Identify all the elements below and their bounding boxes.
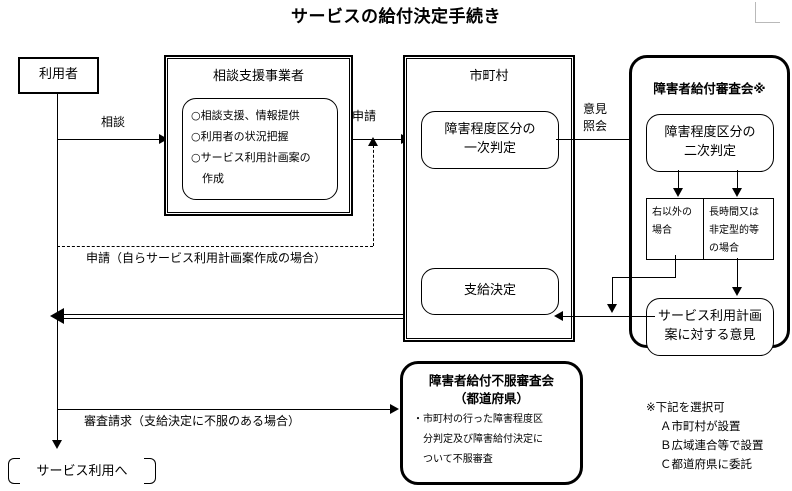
node-service-use: サービス利用へ — [8, 457, 156, 485]
support-provider-task-box: ○相談支援、情報提供 ○利用者の状況把握 ○サービス利用計画案の 作成 — [182, 98, 338, 200]
appeal-board-title-line2: （都道府県） — [453, 391, 529, 406]
municipality-title: 市町村 — [469, 69, 509, 84]
secondary-assessment-line1: 障害程度区分の — [664, 125, 756, 141]
edge-label-self-application: 申請（自らサービス利用計画案作成の場合） — [86, 251, 327, 265]
line-self-application-horizontal — [57, 246, 373, 247]
line-payment-to-user — [62, 314, 403, 319]
bracket-left-icon — [8, 458, 20, 484]
edge-label-application: 申請 — [352, 109, 377, 123]
node-appeal-board: 障害者給付不服審査会 （都道府県） ・市町村の行った障害程度区 分判定及び障害給… — [400, 361, 583, 485]
line-consult — [57, 139, 161, 140]
arrowhead-to-service-use — [52, 440, 62, 449]
line-appeal-request — [57, 409, 394, 410]
appeal-board-title-line1: 障害者給付不服審査会 — [428, 373, 554, 388]
line-branch-left-west — [612, 277, 676, 278]
support-provider-item-1: ○利用者の状況把握 — [191, 130, 289, 143]
node-review-board: 障害者給付審査会※ 障害程度区分の 二次判定 右以外の 場合 長時間又は 非定型… — [629, 55, 790, 356]
support-provider-item-3: 作成 — [191, 172, 224, 185]
node-municipality: 市町村 障害程度区分の 一次判定 支給決定 — [403, 55, 575, 342]
support-provider-item-2: ○サービス利用計画案の — [191, 151, 311, 164]
primary-assessment-line2: 一次判定 — [463, 141, 516, 156]
primary-assessment-line1: 障害程度区分の — [444, 122, 536, 138]
node-branch-left: 右以外の 場合 — [646, 198, 706, 260]
edge-label-appeal-request: 審査請求（支給決定に不服のある場合） — [84, 414, 301, 428]
arrowhead-appeal-request — [390, 404, 399, 414]
plan-opinion-line1: サービス利用計画 — [657, 309, 762, 325]
branch-left-line2: 場合 — [652, 225, 672, 236]
notes-option-c: Ｃ都道府県に委託 — [660, 456, 752, 471]
payment-decision-label: 支給決定 — [463, 283, 516, 299]
appeal-board-body-line3: ついて不服審査 — [413, 454, 493, 465]
branch-right-line1: 長時間又は — [709, 207, 759, 218]
arrowhead-branch-right-to-opinion — [732, 287, 742, 296]
notes-option-a: Ａ市町村が設置 — [660, 418, 741, 433]
edge-label-consult: 相談 — [101, 115, 126, 129]
node-primary-assessment: 障害程度区分の 一次判定 — [421, 111, 559, 169]
notes-heading: ※下記を選択可 — [646, 400, 725, 414]
arrowhead-branch-right — [732, 188, 742, 197]
arrowhead-payment-to-user — [50, 308, 64, 324]
bracket-right-icon — [144, 458, 156, 484]
review-board-title: 障害者給付審査会※ — [653, 81, 766, 96]
line-to-branch-right — [737, 170, 738, 191]
line-user-spine — [57, 92, 58, 442]
service-use-label: サービス利用へ — [36, 464, 128, 480]
arrowhead-branch-left-drop — [607, 304, 617, 313]
appeal-board-body-line1: ・市町村の行った障害程度区 — [413, 414, 543, 425]
appeal-board-body-line2: 分判定及び障害給付決定に — [413, 434, 543, 445]
line-opinion-inquiry — [556, 139, 638, 140]
notes-option-b: Ｂ広域連合等で設置 — [660, 437, 764, 452]
crop-mark-icon — [755, 2, 780, 23]
line-self-application-vertical — [373, 145, 374, 246]
node-secondary-assessment: 障害程度区分の 二次判定 — [646, 114, 774, 172]
notes-block: ※下記を選択可 Ａ市町村が設置 Ｂ広域連合等で設置 Ｃ都道府県に委託 — [646, 398, 764, 474]
support-provider-item-0: ○相談支援、情報提供 — [191, 109, 300, 122]
line-to-branch-left — [678, 170, 679, 191]
line-branch-left-down — [675, 255, 676, 277]
support-provider-title: 相談支援事業者 — [212, 69, 304, 84]
edge-label-opinion-inquiry-2: 照会 — [583, 119, 608, 133]
plan-opinion-line2: 案に対する意見 — [664, 328, 756, 343]
support-provider-inner-border — [167, 58, 350, 213]
arrowhead-self-application — [368, 137, 378, 146]
secondary-assessment-line2: 二次判定 — [683, 144, 736, 159]
line-branch-left-drop — [612, 277, 613, 307]
node-support-provider: 相談支援事業者 ○相談支援、情報提供 ○利用者の状況把握 ○サービス利用計画案の… — [164, 55, 353, 216]
branch-right-line2: 非定型的等 — [709, 225, 759, 236]
node-user-label: 利用者 — [38, 67, 78, 83]
branch-left-line1: 右以外の — [652, 207, 692, 218]
node-plan-opinion: サービス利用計画 案に対する意見 — [646, 298, 774, 356]
branch-right-line3: の場合 — [709, 243, 739, 254]
edge-label-opinion-inquiry-1: 意見 — [583, 102, 608, 116]
line-branch-right-to-opinion — [737, 258, 738, 290]
arrowhead-consult — [159, 134, 168, 144]
line-opinion-to-payment — [556, 316, 655, 317]
node-payment-decision: 支給決定 — [421, 268, 559, 315]
node-branch-right: 長時間又は 非定型的等 の場合 — [703, 198, 774, 260]
municipality-inner-border — [406, 58, 572, 339]
arrowhead-opinion-to-payment — [554, 311, 563, 321]
node-user: 利用者 — [18, 57, 99, 94]
page-title: サービスの給付決定手続き — [291, 7, 501, 27]
arrowhead-branch-left — [673, 188, 683, 197]
